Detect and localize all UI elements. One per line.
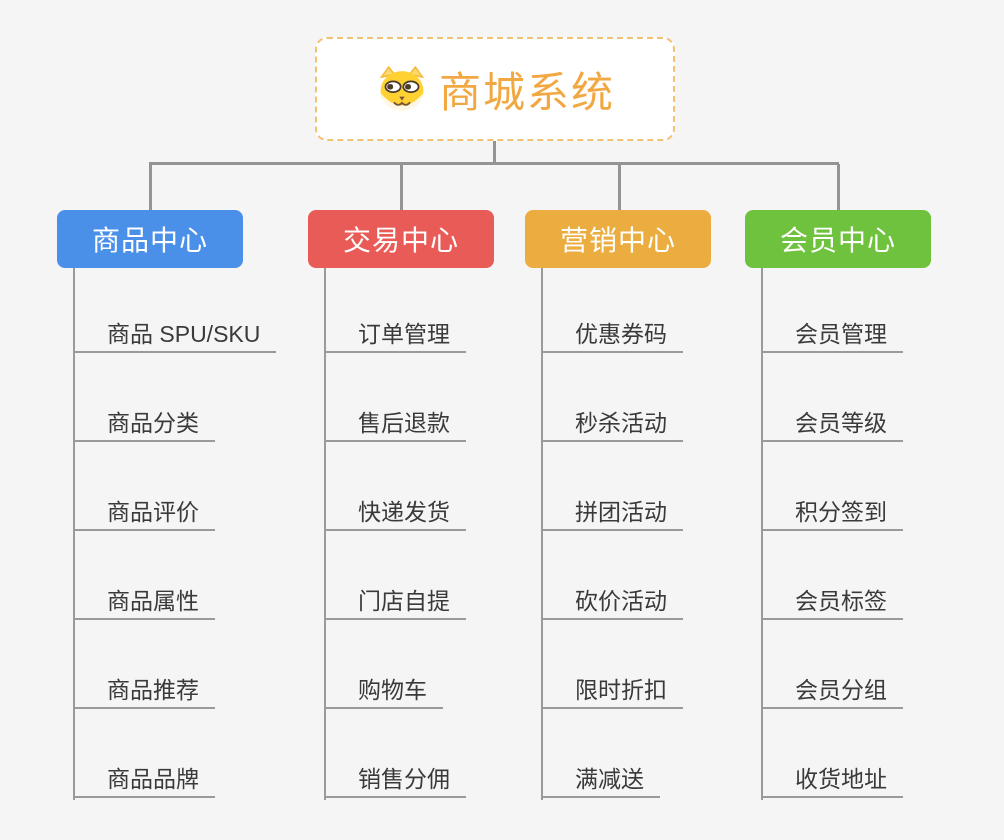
- branch-trade-center: 交易中心 订单管理 售后退款 快递发货 门店自提 购物车 销售分佣: [308, 210, 494, 800]
- leaf-item[interactable]: 快递发货: [324, 495, 466, 531]
- leaf-item[interactable]: 商品 SPU/SKU: [73, 317, 277, 353]
- leaf-item[interactable]: 拼团活动: [541, 495, 683, 531]
- leaf-item[interactable]: 商品推荐: [73, 673, 215, 709]
- connector-horizontal: [149, 162, 839, 165]
- leaf-item[interactable]: 优惠券码: [541, 317, 683, 353]
- branch-column: 订单管理 售后退款 快递发货 门店自提 购物车 销售分佣: [324, 268, 584, 802]
- branch-product-center: 商品中心 商品 SPU/SKU 商品分类 商品评价 商品属性 商品推荐 商品品牌: [57, 210, 277, 800]
- leaf-item[interactable]: 商品分类: [73, 406, 215, 442]
- connector-drop: [618, 164, 621, 210]
- connector-branch-line: [73, 268, 75, 800]
- connector-branch-line: [541, 268, 543, 800]
- leaf-item[interactable]: 砍价活动: [541, 584, 683, 620]
- leaf-item[interactable]: 满减送: [541, 762, 660, 798]
- connector-root-stub: [493, 141, 496, 164]
- root-title: 商城系统: [438, 68, 615, 116]
- branch-column: 优惠券码 秒杀活动 拼团活动 砍价活动 限时折扣 满减送: [541, 268, 801, 802]
- connector-drop: [149, 164, 152, 210]
- leaf-item[interactable]: 售后退款: [324, 406, 466, 442]
- leaf-item[interactable]: 会员管理: [761, 317, 903, 353]
- branch-header-member-center[interactable]: 会员中心: [745, 210, 931, 268]
- leaf-item[interactable]: 订单管理: [324, 317, 466, 353]
- leaf-item[interactable]: 会员等级: [761, 406, 903, 442]
- leaf-item[interactable]: 积分签到: [761, 495, 903, 531]
- leaf-item[interactable]: 商品品牌: [73, 762, 215, 798]
- leaf-item[interactable]: 门店自提: [324, 584, 466, 620]
- branch-member-center: 会员中心 会员管理 会员等级 积分签到 会员标签 会员分组 收货地址: [745, 210, 931, 800]
- branch-column: 商品 SPU/SKU 商品分类 商品评价 商品属性 商品推荐 商品品牌: [73, 268, 333, 802]
- leaf-item[interactable]: 商品评价: [73, 495, 215, 531]
- leaf-item[interactable]: 会员标签: [761, 584, 903, 620]
- branch-marketing-center: 营销中心 优惠券码 秒杀活动 拼团活动 砍价活动 限时折扣 满减送: [525, 210, 711, 800]
- connector-drop: [837, 164, 840, 210]
- root-node[interactable]: 商城系统: [315, 37, 675, 141]
- branch-header-marketing-center[interactable]: 营销中心: [525, 210, 711, 268]
- leaf-item[interactable]: 限时折扣: [541, 673, 683, 709]
- branch-column: 会员管理 会员等级 积分签到 会员标签 会员分组 收货地址: [761, 268, 1004, 802]
- leaf-item[interactable]: 购物车: [324, 673, 443, 709]
- connector-branch-line: [324, 268, 326, 800]
- leaf-item[interactable]: 秒杀活动: [541, 406, 683, 442]
- leaf-item[interactable]: 会员分组: [761, 673, 903, 709]
- leaf-item[interactable]: 收货地址: [761, 762, 903, 798]
- dog-face-icon: [375, 64, 429, 114]
- branch-header-product-center[interactable]: 商品中心: [57, 210, 243, 268]
- leaf-item[interactable]: 销售分佣: [324, 762, 466, 798]
- leaf-item[interactable]: 商品属性: [73, 584, 215, 620]
- branch-header-trade-center[interactable]: 交易中心: [308, 210, 494, 268]
- connector-drop: [400, 164, 403, 210]
- connector-branch-line: [761, 268, 763, 800]
